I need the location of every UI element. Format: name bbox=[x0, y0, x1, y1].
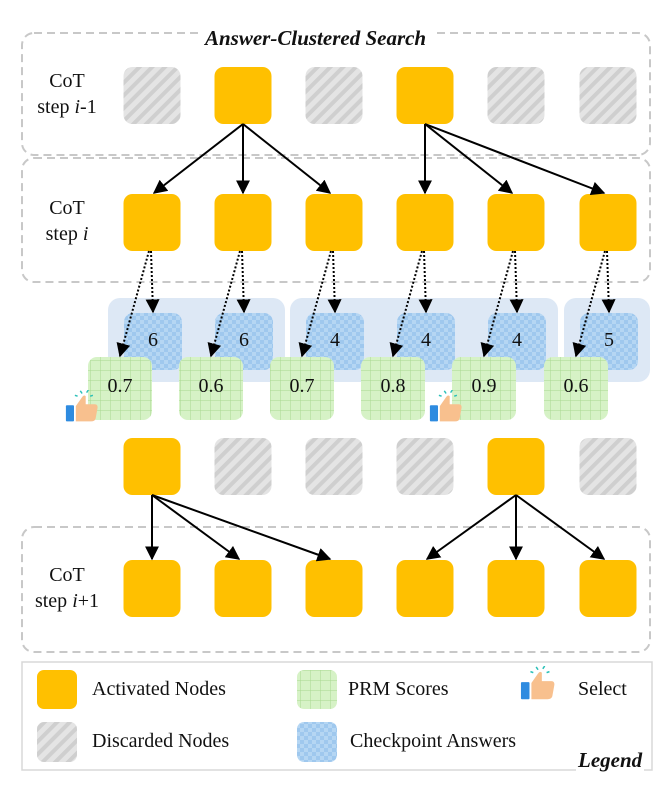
row-label-line2: step i bbox=[45, 223, 89, 245]
prm-score-box bbox=[270, 357, 334, 420]
prm-score-box bbox=[179, 357, 243, 420]
checkpoint-answer-value: 4 bbox=[512, 329, 522, 351]
legend-title: Legend bbox=[576, 746, 645, 775]
row-label-line1: CoT bbox=[49, 197, 85, 219]
step-i-group-box bbox=[21, 157, 651, 283]
prm-score-box bbox=[544, 357, 608, 420]
activated-node bbox=[214, 67, 272, 124]
discarded-node bbox=[305, 67, 363, 124]
expansion-arrow bbox=[152, 123, 244, 194]
activated-node bbox=[123, 560, 181, 617]
checkpoint-answer-box bbox=[397, 313, 455, 370]
row-label-step-i-plus-1: CoT step i+1 bbox=[18, 562, 116, 614]
row-label-line2: step i+1 bbox=[34, 590, 100, 612]
prm-score-value: 0.7 bbox=[107, 375, 133, 397]
prm-score-value: 0.6 bbox=[563, 375, 589, 397]
legend-label-activated: Activated Nodes bbox=[92, 678, 226, 700]
diagram-title: Answer-Clustered Search bbox=[199, 26, 433, 51]
discarded-node bbox=[214, 438, 272, 495]
row-label-step-i-minus-1: CoT step i-1 bbox=[22, 68, 112, 120]
activated-node bbox=[396, 194, 454, 251]
checkpoint-answer-box bbox=[124, 313, 182, 370]
prm-score-value: 0.6 bbox=[198, 375, 224, 397]
row-label-line2: step i-1 bbox=[37, 96, 97, 118]
activated-node bbox=[579, 560, 637, 617]
discarded-node bbox=[579, 67, 637, 124]
discarded-node bbox=[487, 67, 545, 124]
activated-node bbox=[396, 560, 454, 617]
expansion-arrow bbox=[242, 123, 332, 194]
checkpoint-answer-value: 4 bbox=[330, 329, 340, 351]
prm-score-box bbox=[452, 357, 516, 420]
row-label-step-i: CoT step i bbox=[22, 195, 112, 247]
checkpoint-answer-value: 6 bbox=[239, 329, 249, 351]
step-i-plus-1-group-box bbox=[21, 526, 651, 653]
legend-label-select: Select bbox=[578, 678, 627, 700]
checkpoint-answer-value: 6 bbox=[148, 329, 158, 351]
discarded-node bbox=[305, 438, 363, 495]
activated-node bbox=[123, 194, 181, 251]
expansion-arrow bbox=[515, 494, 606, 560]
expansion-arrow bbox=[151, 494, 241, 560]
checkpoint-answer-value: 4 bbox=[421, 329, 431, 351]
prm-score-value: 0.7 bbox=[289, 375, 315, 397]
prm-score-value: 0.9 bbox=[471, 375, 497, 397]
activated-node bbox=[123, 438, 181, 495]
discarded-node bbox=[123, 67, 181, 124]
checkpoint-answer-box bbox=[215, 313, 273, 370]
expansion-arrow bbox=[424, 123, 514, 194]
prm-score-box bbox=[361, 357, 425, 420]
activated-node bbox=[487, 194, 545, 251]
activated-node bbox=[305, 194, 363, 251]
discarded-node-swatch bbox=[37, 722, 77, 762]
expansion-arrow bbox=[424, 123, 606, 195]
activated-node bbox=[487, 560, 545, 617]
activated-node bbox=[396, 67, 454, 124]
activated-node-swatch bbox=[37, 670, 77, 709]
checkpoint-answer-swatch bbox=[297, 722, 337, 762]
row-label-line1: CoT bbox=[49, 70, 85, 92]
legend-label-checkpoint: Checkpoint Answers bbox=[350, 730, 517, 752]
checkpoint-answer-value: 5 bbox=[604, 329, 614, 351]
activated-node bbox=[305, 560, 363, 617]
activated-node bbox=[579, 194, 637, 251]
checkpoint-answer-box bbox=[306, 313, 364, 370]
discarded-node bbox=[579, 438, 637, 495]
expansion-arrow bbox=[425, 494, 517, 560]
discarded-node bbox=[396, 438, 454, 495]
checkpoint-answer-box bbox=[488, 313, 546, 370]
checkpoint-answer-box bbox=[580, 313, 638, 370]
legend-label-discarded: Discarded Nodes bbox=[92, 730, 230, 752]
row-label-line1: CoT bbox=[49, 564, 85, 586]
prm-score-swatch bbox=[297, 670, 337, 709]
legend-label-prm: PRM Scores bbox=[348, 678, 449, 700]
expansion-arrow bbox=[151, 494, 332, 562]
activated-node bbox=[487, 438, 545, 495]
prm-score-box bbox=[88, 357, 152, 420]
activated-node bbox=[214, 194, 272, 251]
prm-score-value: 0.8 bbox=[380, 375, 406, 397]
activated-node bbox=[214, 560, 272, 617]
